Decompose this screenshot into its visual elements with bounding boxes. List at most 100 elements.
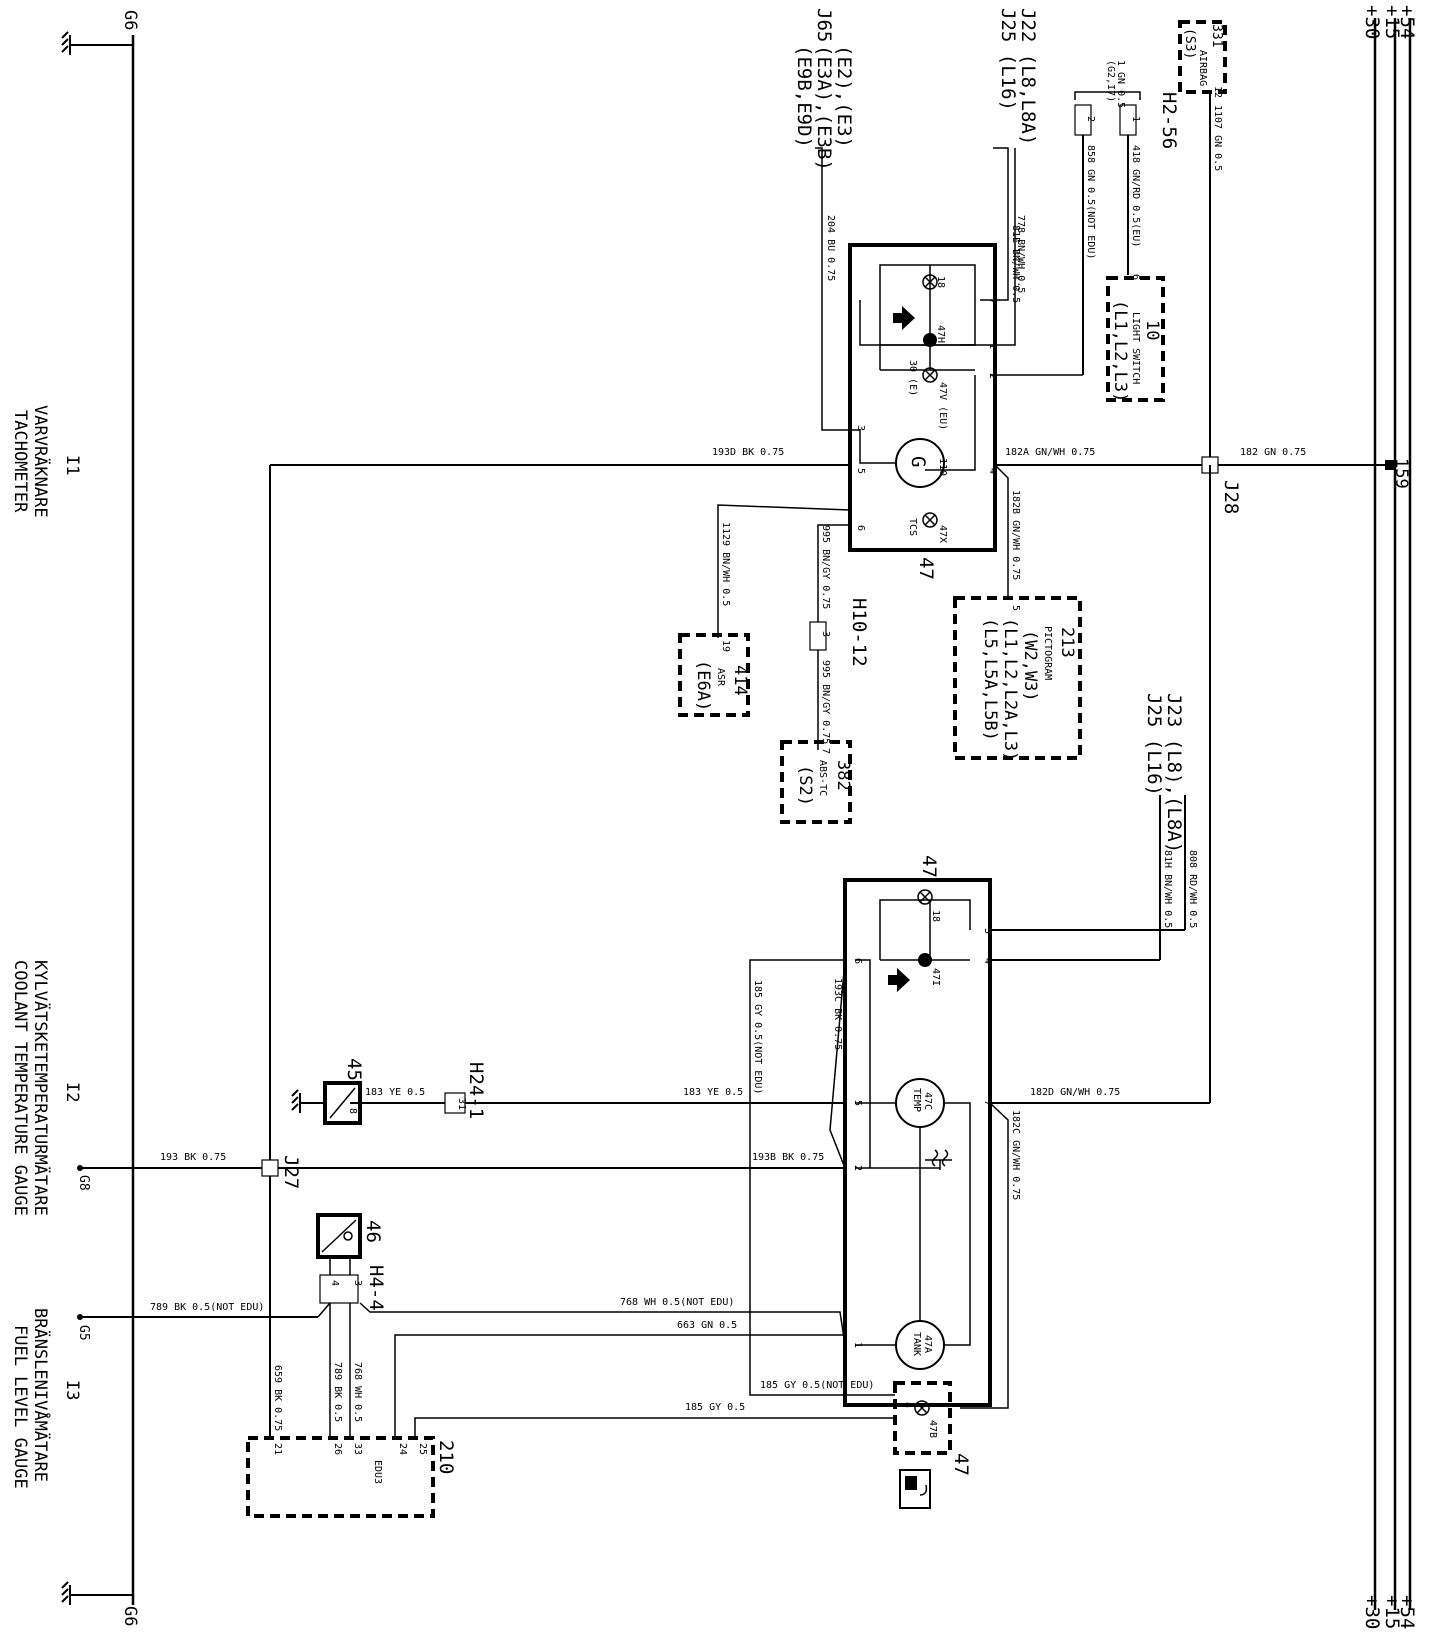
component-414-ref: (E6A)	[693, 660, 713, 711]
wire-778: 778 BN/WH 0.5	[1015, 215, 1026, 293]
connection-159-label: 159	[1391, 458, 1411, 489]
connector-h24-1: 31 H24-1	[444, 1062, 487, 1119]
wire-1-gn: 1 GN 0.5	[1115, 60, 1126, 108]
pin-top-5: 5	[855, 468, 866, 474]
wire-768b: 768 WH 0.5	[352, 1362, 363, 1422]
ref-j25-top: J25 (L16)	[997, 8, 1019, 111]
ref-j65-line3: (E9B,E9D)	[793, 45, 815, 148]
tachometer-g-icon: G 110	[895, 438, 948, 488]
label-tcs: TCS	[907, 518, 918, 536]
wire-1-gn-ref: (G2,I7)	[1105, 60, 1116, 102]
label-47h: 47H	[935, 325, 946, 343]
label-47v: 47V (EU)	[937, 382, 948, 430]
arrow-up-icon	[893, 306, 915, 330]
ground-label-g6-bottom: G6	[120, 1606, 140, 1626]
tachometer-g-label: G	[907, 456, 929, 467]
wire-1107: 1107 GN 0.5	[1212, 105, 1223, 171]
pin-210-24: 24	[397, 1443, 408, 1455]
component-213-ref2: (L1,L2,L2A,L3)	[1000, 618, 1020, 761]
gauge-name-sv-i2: KYLVÄTSKETEMPERATURMÄTARE	[30, 960, 51, 1216]
label-47x: 47X	[937, 525, 948, 543]
connection-159: 159	[1385, 458, 1411, 489]
wire-193c: 193C BK 0.75	[832, 978, 843, 1050]
wire-789b: 789 BK 0.5	[332, 1362, 343, 1422]
bulb-18b-icon	[917, 889, 933, 905]
ground-icon-top	[61, 31, 71, 55]
wire-185b: 185 GY 0.5(NOT EDU)	[760, 1380, 874, 1391]
component-46-label: 46	[362, 1220, 384, 1243]
pin-top-1: 1	[987, 343, 998, 349]
wire-1129: 1129 BN/WH 0.5	[720, 522, 731, 606]
pin-45: 8	[347, 1108, 358, 1114]
pin-mid-5: 5	[852, 1100, 863, 1106]
component-10-number: 10	[1142, 320, 1162, 340]
pin-mid-2: 2	[852, 1165, 863, 1171]
gauge-name-en-i1: TACHOMETER	[10, 410, 30, 513]
wire-204: 204 BU 0.75	[825, 215, 836, 281]
label-47c: 47C	[922, 1092, 933, 1110]
component-414-asr: 414 ASR (E6A) 19	[678, 633, 750, 717]
pin-mid-4: 4	[982, 958, 993, 964]
pin-47b-4: 4	[902, 1402, 913, 1408]
pin-mid-1: 1	[852, 1342, 863, 1348]
component-382-name: ABS-TC	[817, 760, 828, 796]
pin-h4-4: 4	[329, 1280, 340, 1286]
connector-h10-12-label: H10-12	[848, 598, 870, 667]
bus-label-54-bottom: +54	[1396, 1595, 1418, 1629]
component-414-name: ASR	[715, 668, 726, 687]
fuel-gauge-icon: 47A TANK	[895, 1320, 945, 1370]
connector-h4-4-label: H4-4	[365, 1265, 387, 1311]
bulb-47v-icon	[922, 367, 938, 383]
component-331-airbag: 331 AIRBAG (S3) 12	[1178, 20, 1227, 98]
component-213-pictogram: 213 PICTOGRAM (W2,W3) (L1,L2,L2A,L3) (L5…	[953, 596, 1082, 761]
label-47b: 47B	[927, 1420, 938, 1438]
pin-210-26: 26	[332, 1443, 343, 1455]
pin-331: 12	[1212, 86, 1223, 98]
bulb-47b-icon	[914, 1400, 930, 1416]
gauge-name-en-i3: FUEL LEVEL GAUGE	[10, 1325, 30, 1489]
component-45: 8 45	[291, 1058, 365, 1125]
wire-995b: 995 BN/GY 0.75	[820, 660, 831, 744]
bulb-47h-icon	[923, 333, 937, 347]
instrument-47-mid-label: 47	[918, 855, 940, 878]
component-382-ref: (S2)	[795, 765, 815, 806]
instrument-47-middle: 47 18 47I 47C TEMP 47A TANK	[843, 855, 993, 1407]
pin-mid-6: 6	[852, 958, 863, 964]
wire-995a: 995 BN/GY 0.75	[820, 525, 831, 609]
label-47i: 47I	[930, 968, 941, 986]
coolant-temp-gauge-icon: 47C TEMP	[895, 1078, 945, 1128]
instrument-47-top: 47 18 47H 47V (EU) 30 (E) 47X TCS G 110 …	[848, 243, 998, 580]
ref-j23: J23 (L8),(L8A)	[1163, 693, 1185, 853]
ref-j22: J22 (L8,L8A)	[1017, 8, 1039, 145]
wire-193d: 193D BK 0.75	[712, 447, 784, 458]
wire-185c: 185 GY 0.5	[685, 1402, 745, 1413]
pin-c10: 6	[1130, 274, 1141, 280]
wire-183b: 183 YE 0.5	[683, 1087, 743, 1098]
pin-h24-31: 31	[456, 1098, 467, 1110]
bus-label-54-top: +54	[1396, 5, 1418, 39]
wire-663: 663 GN 0.5	[677, 1320, 737, 1331]
component-331-number: 331	[1209, 24, 1224, 47]
label-30e: 30 (E)	[907, 360, 918, 396]
component-10-name: LIGHT SWITCH	[1130, 312, 1141, 384]
wire-768a: 768 WH 0.5(NOT EDU)	[620, 1297, 734, 1308]
component-10-ref: (L1,L2,L3)	[1110, 300, 1130, 402]
ref-j65-line1: (E2),(E3)	[833, 45, 855, 148]
ground-label-g6-top: G6	[120, 10, 140, 30]
component-213-number: 213	[1057, 627, 1077, 658]
wire-418: 418 GN/RD 0.5(EU)	[1130, 145, 1141, 247]
wire-81h: 81H BN/WH 0.5	[1162, 850, 1173, 928]
wire-182: 182 GN 0.75	[1240, 447, 1306, 458]
connector-h10-12: 3 H10-12	[809, 598, 870, 667]
bulb-18-icon	[922, 274, 938, 290]
ref-j25-mid: J25 (L16)	[1143, 693, 1165, 796]
gauge-id-i3: I3	[62, 1380, 82, 1400]
wire-185a: 185 GY 0.5(NOT EDU)	[752, 980, 763, 1094]
ground-rail: G6 G6	[61, 10, 140, 1626]
gauge-name-sv-i3: BRÄNSLENIVÅMÄTARE	[30, 1308, 52, 1482]
component-213-ref1: (W2,W3)	[1020, 630, 1040, 702]
label-18b: 18	[930, 910, 941, 922]
gauge-name-en-i2: COOLANT TEMPERATURE GAUGE	[10, 960, 30, 1216]
pin-47b-5: 5	[942, 1402, 953, 1408]
